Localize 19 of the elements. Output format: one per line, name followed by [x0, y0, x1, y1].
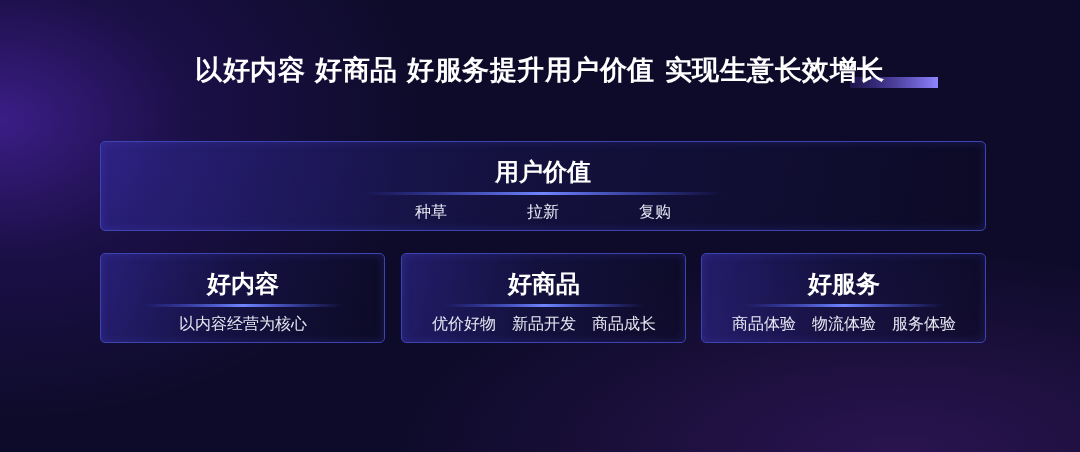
title-heading: 以好内容 好商品 好服务提升用户价值 实现生意长效增长 [195, 54, 885, 85]
item-label: 服务体验 [891, 314, 956, 335]
item-label: 新品开发 [511, 314, 576, 335]
item-label: 以内容经营为核心 [178, 314, 307, 335]
item-label: 种草 [415, 202, 447, 223]
info-card [100, 141, 986, 231]
item-label: 拉新 [527, 202, 559, 223]
card-heading: 用户价值 [495, 158, 591, 186]
info-card [401, 253, 686, 343]
item-label: 商品体验 [731, 314, 796, 335]
item-label: 物流体验 [811, 314, 876, 335]
item-label: 优价好物 [431, 314, 496, 335]
info-card [100, 253, 385, 343]
card-heading: 好服务 [807, 270, 880, 298]
item-label: 复购 [639, 202, 671, 223]
card-heading: 好内容 [206, 270, 279, 298]
card-heading: 好商品 [507, 270, 580, 298]
item-label: 商品成长 [591, 314, 656, 335]
info-card [701, 253, 986, 343]
